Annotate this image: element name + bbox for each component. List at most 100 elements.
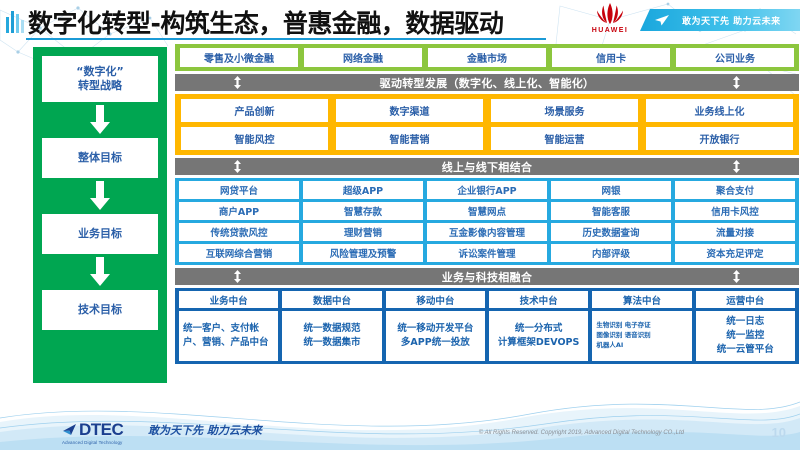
strategy-label: 整体目标	[78, 150, 122, 164]
channel-cell[interactable]: 聚合支付	[675, 181, 795, 199]
channel-row: 互联网综合营销 风险管理及预警 诉讼案件管理 内部评级 资本充足评定	[179, 244, 795, 262]
drive-row: 智能风控 智能营销 智能运营 开放银行	[181, 127, 793, 150]
platform-head: 移动中台	[385, 291, 485, 308]
business-lines-band: 零售及小微金融 网络金融 金融市场 信用卡 公司业务	[175, 44, 799, 71]
up-down-arrow-icon	[234, 270, 241, 283]
channel-cell[interactable]: 智慧存款	[303, 202, 423, 220]
channel-cell[interactable]: 信用卡风控	[675, 202, 795, 220]
channel-cell[interactable]: 诉讼案件管理	[427, 244, 547, 262]
drive-cell[interactable]: 数字渠道	[336, 99, 483, 122]
huawei-wordmark: HUAWEI	[591, 27, 629, 34]
channel-row: 商户APP 智慧存款 智慧网点 智能客服 信用卡风控	[179, 202, 795, 220]
divider-drive-transformation: 驱动转型发展（数字化、线上化、智能化）	[175, 74, 799, 91]
business-line-cell[interactable]: 金融市场	[428, 48, 546, 67]
strategy-label: 技术目标	[78, 302, 122, 316]
channel-cell[interactable]: 历史数据查询	[551, 223, 671, 241]
divider-online-offline: 线上与线下相结合	[175, 158, 799, 175]
strategy-box-business-goal[interactable]: 业务目标	[42, 214, 158, 254]
business-line-cell[interactable]: 零售及小微金融	[180, 48, 298, 67]
channel-row: 网贷平台 超级APP 企业银行APP 网银 聚合支付	[179, 181, 795, 199]
drive-capability-band: 产品创新 数字渠道 场景服务 业务线上化 智能风控 智能营销 智能运营 开放银行	[175, 94, 799, 155]
business-line-cell[interactable]: 公司业务	[676, 48, 794, 67]
up-down-arrow-icon	[234, 76, 241, 89]
channel-cell[interactable]: 网贷平台	[179, 181, 299, 199]
platform-column-operations[interactable]: 运营中台 统一日志 统一监控 统一云管平台	[695, 291, 795, 361]
up-down-arrow-icon	[733, 76, 740, 89]
down-arrow-icon-3	[89, 257, 111, 287]
dtec-tagline: Advanced Digital Technology	[62, 440, 123, 445]
platform-column-mobile[interactable]: 移动中台 统一移动开发平台 多APP统一投放	[385, 291, 485, 361]
channel-cell[interactable]: 内部评级	[551, 244, 671, 262]
platform-column-data[interactable]: 数据中台 统一数据规范 统一数据集市	[282, 291, 382, 361]
page-header: 数字化转型-构筑生态，普惠金融，数据驱动 HUAWEI 敢为天下先 助力云未来	[0, 0, 800, 42]
platform-head: 数据中台	[282, 291, 382, 308]
channel-cell[interactable]: 理财营销	[303, 223, 423, 241]
page-number: 10	[771, 425, 786, 440]
platform-head: 技术中台	[488, 291, 589, 308]
channel-cell[interactable]: 风险管理及预警	[303, 244, 423, 262]
channel-cell[interactable]: 资本充足评定	[675, 244, 795, 262]
platform-body: 统一分布式 计算框架DEVOPS	[488, 311, 589, 361]
platform-column-algorithm[interactable]: 算法中台 生物识别 电子存证 图像识别 语音识别 机器人AI	[592, 291, 692, 361]
divider-business-tech-fusion: 业务与科技相融合	[175, 268, 799, 285]
platform-body: 统一日志 统一监控 统一云管平台	[695, 311, 795, 361]
channel-cell[interactable]: 互联网综合营销	[179, 244, 299, 262]
middle-platform-band: 业务中台 统一客户、支付帐户、营销、产品中台 数据中台 统一数据规范 统一数据集…	[175, 288, 799, 364]
platform-head: 运营中台	[695, 291, 795, 308]
business-line-cell[interactable]: 信用卡	[552, 48, 670, 67]
down-arrow-icon-1	[89, 105, 111, 135]
footer-slogan: 敢为天下先 助力云未来	[148, 424, 262, 437]
channel-cell[interactable]: 超级APP	[303, 181, 423, 199]
platform-head: 算法中台	[592, 291, 692, 308]
drive-cell[interactable]: 业务线上化	[646, 99, 793, 122]
strategy-label: 业务目标	[78, 226, 122, 240]
channel-row: 传统贷款风控 理财营销 互金影像内容管理 历史数据查询 流量对接	[179, 223, 795, 241]
platform-column-business[interactable]: 业务中台 统一客户、支付帐户、营销、产品中台	[179, 291, 279, 361]
drive-cell[interactable]: 智能风控	[181, 127, 328, 150]
channel-cell[interactable]: 商户APP	[179, 202, 299, 220]
up-down-arrow-icon	[733, 160, 740, 173]
bands-column: 零售及小微金融 网络金融 金融市场 信用卡 公司业务 驱动转型发展（数字化、线上…	[175, 44, 799, 364]
drive-cell[interactable]: 开放银行	[646, 127, 793, 150]
page-title: 数字化转型-构筑生态，普惠金融，数据驱动	[28, 9, 504, 38]
platform-body: 统一客户、支付帐户、营销、产品中台	[179, 311, 279, 361]
slogan-ribbon: 敢为天下先 助力云未来	[640, 9, 800, 31]
channel-cell[interactable]: 智能客服	[551, 202, 671, 220]
drive-cell[interactable]: 智能运营	[491, 127, 638, 150]
dtec-logo: DTEC	[62, 420, 124, 439]
channel-cell[interactable]: 流量对接	[675, 223, 795, 241]
strategy-column: “数字化” 转型战略 整体目标 业务目标 技术目标	[33, 47, 167, 383]
huawei-flower-icon	[597, 3, 623, 24]
platform-column-technology[interactable]: 技术中台 统一分布式 计算框架DEVOPS	[488, 291, 589, 361]
drive-cell[interactable]: 场景服务	[491, 99, 638, 122]
channel-cell[interactable]: 网银	[551, 181, 671, 199]
page-footer: DTEC Advanced Digital Technology 敢为天下先 助…	[0, 388, 800, 450]
divider-label: 驱动转型发展（数字化、线上化、智能化）	[379, 76, 595, 90]
platform-head: 业务中台	[179, 291, 279, 308]
paper-plane-icon	[655, 15, 669, 26]
up-down-arrow-icon	[234, 160, 241, 173]
channel-cell[interactable]: 传统贷款风控	[179, 223, 299, 241]
channel-cell[interactable]: 智慧网点	[427, 202, 547, 220]
drive-cell[interactable]: 产品创新	[181, 99, 328, 122]
huawei-logo: HUAWEI	[585, 2, 635, 40]
channel-cell[interactable]: 互金影像内容管理	[427, 223, 547, 241]
business-line-cell[interactable]: 网络金融	[304, 48, 422, 67]
divider-label: 线上与线下相结合	[441, 160, 533, 174]
header-accent-bars	[6, 11, 24, 33]
channel-cell[interactable]: 企业银行APP	[427, 181, 547, 199]
strategy-label: “数字化” 转型战略	[76, 64, 124, 92]
drive-cell[interactable]: 智能营销	[336, 127, 483, 150]
platform-grid: 业务中台 统一客户、支付帐户、营销、产品中台 数据中台 统一数据规范 统一数据集…	[179, 291, 795, 361]
drive-row: 产品创新 数字渠道 场景服务 业务线上化	[181, 99, 793, 122]
strategy-box-digital-transformation[interactable]: “数字化” 转型战略	[42, 56, 158, 102]
strategy-box-technology-goal[interactable]: 技术目标	[42, 290, 158, 330]
platform-body: 统一移动开发平台 多APP统一投放	[385, 311, 485, 361]
strategy-box-overall-goal[interactable]: 整体目标	[42, 138, 158, 178]
dtec-wordmark: DTEC	[79, 420, 124, 439]
platform-body: 统一数据规范 统一数据集市	[282, 311, 382, 361]
channel-application-band: 网贷平台 超级APP 企业银行APP 网银 聚合支付 商户APP 智慧存款 智慧…	[175, 178, 799, 265]
platform-body: 生物识别 电子存证 图像识别 语音识别 机器人AI	[592, 311, 692, 361]
up-down-arrow-icon	[733, 270, 740, 283]
